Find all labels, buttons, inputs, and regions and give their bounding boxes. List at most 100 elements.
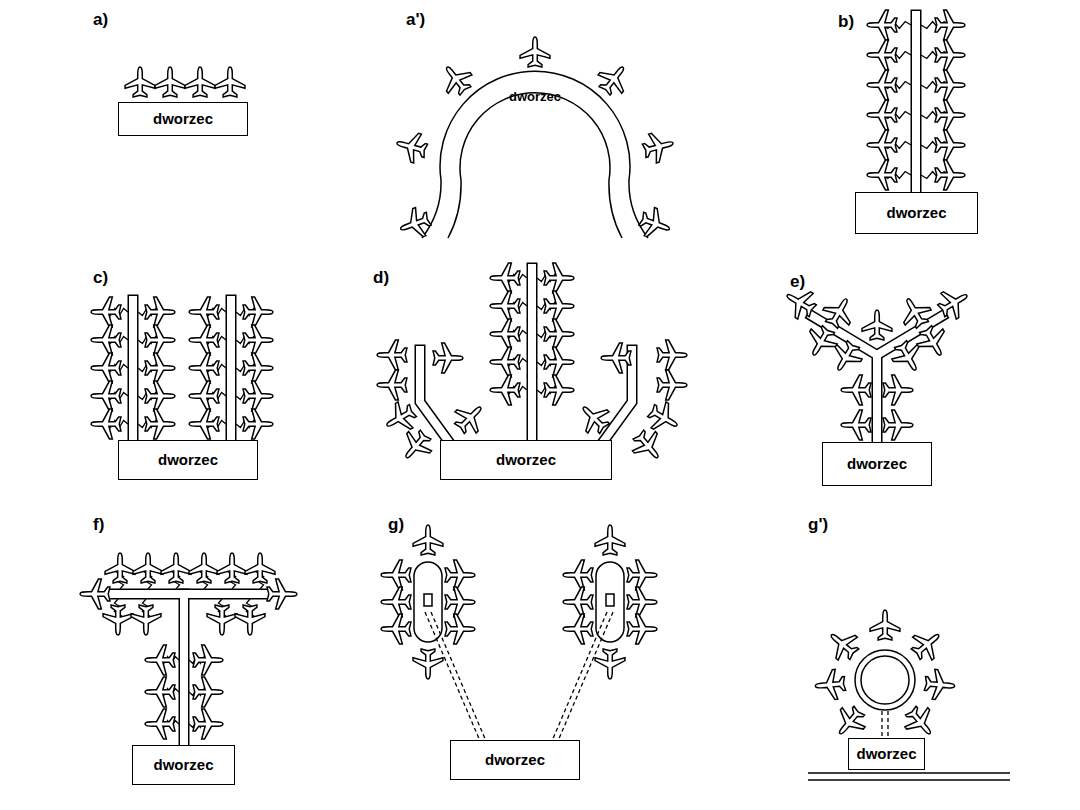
terminal-label: dworzec bbox=[158, 452, 218, 469]
airplane-icon bbox=[924, 669, 956, 701]
airplane-icon bbox=[644, 398, 685, 439]
airplane-icon bbox=[595, 525, 625, 555]
airplane-icon bbox=[573, 397, 615, 439]
airplane-icon bbox=[243, 325, 273, 355]
airplane-icon bbox=[243, 297, 273, 327]
airplane-icon bbox=[189, 553, 219, 583]
airplane-icon bbox=[841, 375, 871, 405]
airplane-icon bbox=[867, 40, 897, 70]
airplane-icon bbox=[189, 325, 219, 355]
airplane-icon bbox=[935, 70, 965, 100]
airplane-icon bbox=[544, 347, 574, 377]
terminal-box: dworzec bbox=[118, 440, 258, 480]
airplane-icon bbox=[189, 297, 219, 327]
airplane-icon bbox=[189, 381, 219, 411]
airplane-icon bbox=[544, 319, 574, 349]
panel-letter: d) bbox=[373, 268, 389, 288]
airplane-icon bbox=[822, 624, 864, 666]
airplane-icon bbox=[935, 100, 965, 130]
airplane-icon bbox=[544, 291, 574, 321]
airplane-icon bbox=[814, 669, 846, 701]
underground-tunnels bbox=[425, 612, 888, 741]
terminal-box: dworzec bbox=[848, 738, 925, 770]
terminal-box: dworzec bbox=[822, 442, 932, 486]
airplane-icon bbox=[870, 610, 900, 640]
airplane-icon bbox=[91, 325, 121, 355]
airplane-icon bbox=[161, 553, 191, 583]
airplane-icon bbox=[193, 645, 223, 675]
airplane-icon bbox=[445, 587, 475, 617]
airplane-icon bbox=[801, 322, 842, 363]
airplane-icon bbox=[91, 353, 121, 383]
airplane-icon bbox=[381, 614, 411, 644]
airplane-icon bbox=[935, 130, 965, 160]
airplane-icon bbox=[145, 353, 175, 383]
airplane-icon bbox=[867, 10, 897, 40]
airplane-icon bbox=[935, 160, 965, 190]
airplane-icon bbox=[935, 40, 965, 70]
airplane-icon bbox=[841, 410, 871, 440]
terminal-box: dworzec bbox=[132, 745, 235, 785]
airplane-icon bbox=[377, 370, 407, 400]
airplane-icon bbox=[520, 37, 550, 67]
airplane-icon bbox=[413, 525, 443, 555]
airplane-icon bbox=[445, 560, 475, 590]
terminal-box: dworzec bbox=[118, 102, 248, 136]
airplane-icon bbox=[636, 205, 674, 243]
airplane-icon bbox=[217, 553, 247, 583]
terminal-band-label-area: dworzec bbox=[508, 89, 563, 106]
airplane-icon bbox=[215, 67, 245, 97]
airplane-icon bbox=[544, 375, 574, 405]
airplane-icon bbox=[867, 70, 897, 100]
airplane-icon bbox=[377, 340, 407, 370]
airplane-icon bbox=[544, 263, 574, 293]
airplane-icon bbox=[133, 553, 163, 583]
panel-letter: e) bbox=[790, 272, 805, 292]
airplane-icon bbox=[563, 587, 593, 617]
airplane-icon bbox=[207, 605, 237, 635]
airplane-icon bbox=[91, 381, 121, 411]
airplane-icon bbox=[449, 397, 491, 439]
pier-outline bbox=[112, 15, 942, 750]
terminal-label: dworzec bbox=[485, 752, 545, 769]
airplane-icon bbox=[563, 614, 593, 644]
airplane-icon bbox=[189, 409, 219, 439]
airplane-icon bbox=[145, 677, 175, 707]
airplane-icon bbox=[435, 58, 477, 100]
airplane-icon bbox=[145, 645, 175, 675]
panel-letter: g') bbox=[808, 515, 828, 535]
terminal-label: dworzec bbox=[886, 205, 946, 222]
airplane-icon bbox=[933, 282, 974, 323]
airplane-icon bbox=[245, 553, 275, 583]
airplane-icon bbox=[91, 409, 121, 439]
airplane-icon bbox=[145, 409, 175, 439]
panel-letter: c) bbox=[93, 268, 108, 288]
airplane-icon bbox=[627, 425, 669, 467]
curved-terminal-band bbox=[422, 71, 648, 238]
panel-letter: a) bbox=[93, 10, 108, 30]
airplane-icon bbox=[595, 649, 625, 679]
airplane-icon bbox=[105, 553, 135, 583]
airplane-icon bbox=[627, 587, 657, 617]
airplane-icon bbox=[601, 343, 631, 373]
airplane-icon bbox=[145, 325, 175, 355]
terminal-label: dworzec bbox=[847, 456, 907, 473]
airplane-icon bbox=[883, 375, 913, 405]
airplane-icon bbox=[640, 129, 677, 166]
airplane-icon bbox=[627, 560, 657, 590]
airplane-icon bbox=[490, 263, 520, 293]
airplane-icon bbox=[899, 701, 941, 743]
terminal-label: dworzec bbox=[496, 452, 556, 469]
panel-letter: a') bbox=[406, 10, 425, 30]
terminal-label: dworzec bbox=[856, 746, 916, 763]
pier-inner bbox=[112, 15, 942, 750]
airplane-icon bbox=[883, 410, 913, 440]
terminal-label: dworzec bbox=[509, 90, 561, 104]
airplane-icon bbox=[193, 709, 223, 739]
airplane-group bbox=[80, 10, 974, 743]
airplane-icon bbox=[243, 353, 273, 383]
airplane-icon bbox=[657, 340, 687, 370]
airplane-icon bbox=[829, 701, 871, 743]
airplane-icon bbox=[413, 649, 443, 679]
ground-line bbox=[808, 773, 1010, 780]
